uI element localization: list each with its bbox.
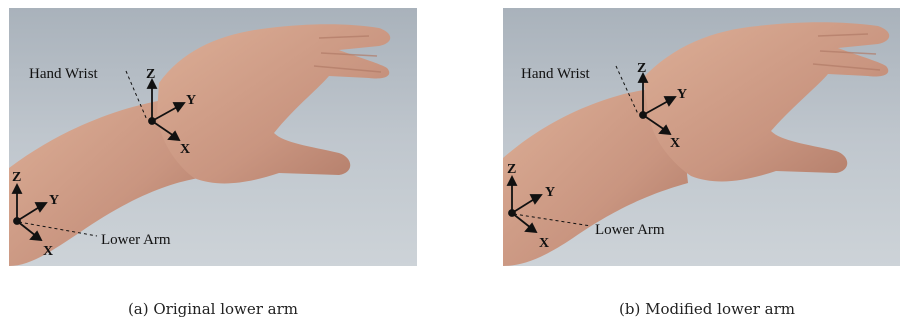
panel-original-lower-arm: Z Y X Hand Wrist Z Y X Lower Arm — [9, 8, 417, 266]
hand-render-image: Z Y X Hand Wrist Z Y X Lower Arm — [503, 8, 900, 266]
panel-modified-lower-arm: Z Y X Hand Wrist Z Y X Lower Arm — [503, 8, 900, 266]
arm-axis-z-label: Z — [507, 162, 516, 177]
wrist-axis-z-label: Z — [146, 67, 155, 82]
arm-axis-x-label: X — [539, 236, 549, 251]
arm-axis-z-label: Z — [12, 170, 21, 185]
wrist-axis-x-label: X — [670, 136, 680, 151]
hand-wrist-label: Hand Wrist — [29, 66, 99, 82]
hand-render-image: Z Y X Hand Wrist Z Y X Lower Arm — [9, 8, 417, 266]
wrist-axis-x-label: X — [180, 142, 190, 157]
wrist-axis-y-label: Y — [186, 93, 196, 108]
caption-b: (b) Modified lower arm — [503, 300, 900, 318]
arm-axis-x-label: X — [43, 244, 53, 259]
wrist-axis-y-label: Y — [677, 87, 687, 102]
arm-axis-y-label: Y — [545, 185, 555, 200]
caption-a: (a) Original lower arm — [9, 300, 417, 318]
lower-arm-label: Lower Arm — [101, 232, 171, 248]
arm-axis-y-label: Y — [49, 193, 59, 208]
hand-wrist-label: Hand Wrist — [521, 66, 591, 82]
lower-arm-label: Lower Arm — [595, 222, 665, 238]
wrist-axis-z-label: Z — [637, 61, 646, 76]
